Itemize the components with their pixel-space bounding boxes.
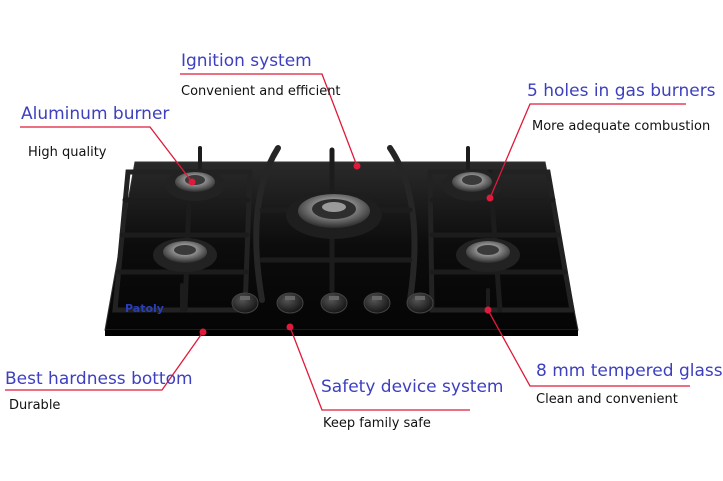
feature-subtitle-holes: More adequate combustion [532, 119, 711, 134]
burner-front-left [153, 238, 217, 272]
feature-title-aluminum: Aluminum burner [21, 104, 170, 124]
knob-3[interactable] [320, 292, 348, 314]
feature-subtitle-aluminum: High quality [28, 145, 107, 160]
knob-1[interactable] [231, 292, 259, 314]
feature-title-bottom: Best hardness bottom [5, 369, 193, 389]
burner-center-wok [286, 191, 382, 239]
brand-logo: Patoly [125, 302, 164, 315]
knob-2[interactable] [276, 292, 304, 314]
control-knobs [231, 292, 434, 314]
feature-title-glass: 8 mm tempered glass [536, 361, 723, 381]
feature-title-ignition: Ignition system [181, 51, 312, 71]
gas-hob-illustration [104, 145, 579, 336]
burner-front-right [456, 238, 520, 272]
feature-subtitle-glass: Clean and convenient [536, 392, 678, 407]
feature-subtitle-safety: Keep family safe [323, 416, 431, 431]
burner-rear-right [442, 169, 502, 201]
feature-subtitle-ignition: Convenient and efficient [181, 84, 341, 99]
feature-title-safety: Safety device system [321, 377, 504, 397]
knob-4[interactable] [363, 292, 391, 314]
knob-5[interactable] [406, 292, 434, 314]
burner-rear-left [165, 169, 225, 201]
feature-title-holes: 5 holes in gas burners [527, 81, 716, 101]
feature-subtitle-bottom: Durable [9, 398, 61, 413]
